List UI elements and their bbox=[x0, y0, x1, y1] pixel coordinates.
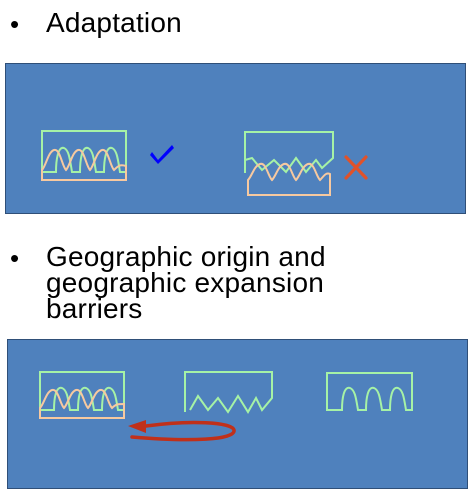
origin-host-parasite-pair bbox=[39, 371, 125, 419]
matched-host-parasite-pair bbox=[41, 130, 127, 181]
bullet-geographic: • Geographic origin and geographic expan… bbox=[8, 241, 326, 324]
bullet-line: geographic expansion bbox=[46, 267, 324, 298]
bullet-marker: • bbox=[10, 9, 20, 39]
mismatched-host-parasite-pair bbox=[244, 131, 334, 196]
host-shape-origin bbox=[39, 371, 125, 411]
host-shape-jagged bbox=[184, 371, 273, 414]
bullet-line: Geographic origin and bbox=[46, 241, 326, 272]
cross-icon bbox=[344, 155, 368, 180]
host-shape-matched bbox=[41, 130, 127, 173]
bullet-line: Adaptation bbox=[46, 7, 182, 38]
bullet-text-geographic: Geographic origin and geographic expansi… bbox=[46, 241, 326, 324]
bullet-adaptation: • Adaptation bbox=[8, 7, 182, 39]
bullet-text-adaptation: Adaptation bbox=[46, 7, 182, 38]
host-shape-rounded bbox=[326, 372, 413, 411]
parasite-shape-origin bbox=[39, 388, 125, 419]
geographic-panel bbox=[7, 339, 468, 489]
parasite-shape-mismatched bbox=[247, 162, 331, 196]
bullet-line: barriers bbox=[46, 293, 143, 324]
curved-arrow-icon bbox=[128, 420, 236, 442]
adaptation-panel bbox=[5, 63, 466, 214]
parasite-shape-matched bbox=[41, 148, 127, 181]
bullet-marker: • bbox=[10, 243, 20, 273]
check-icon bbox=[150, 145, 174, 164]
host-shape-mismatched bbox=[244, 131, 334, 174]
